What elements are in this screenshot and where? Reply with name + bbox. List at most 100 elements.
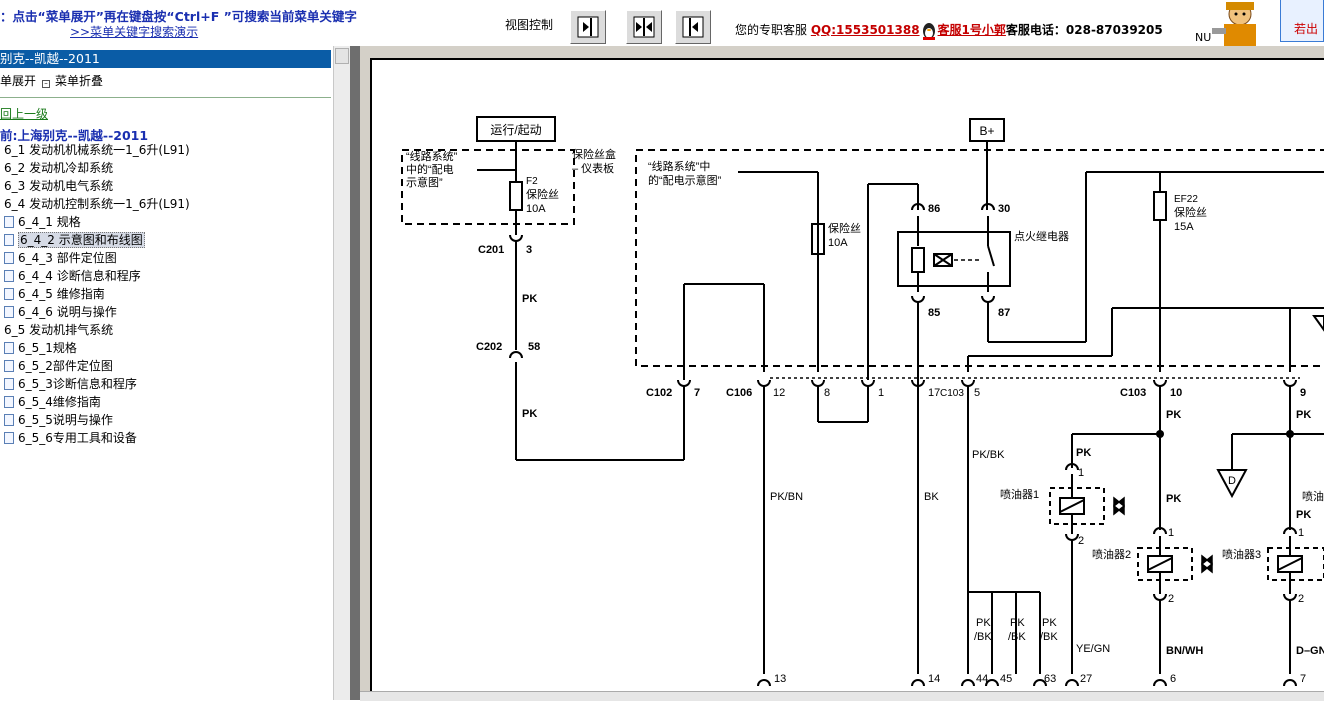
mascot-icon: [1212, 2, 1256, 46]
diagram-label: 保险丝盒: [572, 147, 616, 161]
diagram-wire: [933, 253, 953, 267]
diagram-label: 10A: [526, 203, 546, 215]
fuse-ef22: [1153, 191, 1167, 221]
diagram-label: PK: [1010, 617, 1025, 629]
qq-link[interactable]: QQ:1553501388: [810, 23, 920, 37]
diagram-wire: [1065, 463, 1079, 471]
document-icon: [4, 378, 14, 390]
diagram-label: 8: [824, 387, 830, 399]
split-icon: [633, 16, 655, 38]
diagram-label: F2: [526, 176, 538, 187]
diagram-label: 6: [1170, 673, 1176, 685]
sidebar-item[interactable]: 6_5_3诊断信息和程序: [4, 376, 137, 393]
diagram-label: PK: [1042, 617, 1057, 629]
document-icon: [4, 270, 14, 282]
document-icon: [4, 234, 14, 246]
diagram-wire: [1059, 499, 1085, 513]
diagram-wire: [1153, 527, 1167, 535]
sidebar-item[interactable]: 6_4_3 部件定位图: [4, 250, 117, 267]
diagram-wire: [1065, 679, 1079, 687]
sidebar-item[interactable]: 6_3 发动机电气系统: [4, 179, 114, 193]
sidebar-item[interactable]: 6_5_4维修指南: [4, 394, 101, 411]
search-demo-link[interactable]: >>菜单关键字搜索演示: [70, 25, 199, 39]
scroll-up-arrow[interactable]: [335, 48, 349, 64]
sidebar-item[interactable]: 6_5 发动机排气系统: [4, 323, 114, 337]
sidebar-item[interactable]: 6_4_5 维修指南: [4, 286, 105, 303]
sidebar-item-selected[interactable]: 6_4_2 示意图和布线图: [4, 232, 145, 249]
sidebar-item[interactable]: 6_5_6专用工具和设备: [4, 430, 137, 447]
diagram-wire: [1147, 557, 1173, 571]
diagram-label: “线路系统”: [406, 149, 458, 163]
diagram-label: PK: [1166, 409, 1181, 421]
sidebar-item[interactable]: 6_5_1规格: [4, 340, 77, 357]
menu-expand-button[interactable]: 单展开: [0, 74, 37, 88]
search-hint: ：点击“菜单展开”再在键盘按“Ctrl+F ”可搜索当前菜单关键字: [0, 9, 357, 24]
diagram-label: 86: [928, 203, 940, 215]
diagram-label: C102: [646, 387, 672, 399]
view-collapse-button[interactable]: [675, 10, 711, 44]
injector-3: [1267, 547, 1324, 581]
qq-penguin-icon[interactable]: [920, 22, 938, 40]
diagram-label: 2: [1298, 593, 1304, 605]
diagram-wire: [1283, 679, 1297, 687]
sidebar-scrollbar[interactable]: [333, 46, 351, 700]
diagram-label: PK: [1296, 409, 1311, 421]
back-link[interactable]: 回上一级: [0, 107, 49, 121]
view-split-button[interactable]: [626, 10, 662, 44]
diagram-label: C202: [476, 341, 502, 353]
diagram-label: 喷油器2: [1092, 547, 1131, 561]
nu-text: NU: [1195, 31, 1212, 44]
view-expand-button[interactable]: [570, 10, 606, 44]
diagram-label: 2: [1078, 535, 1084, 547]
diagram-label: C201: [478, 244, 504, 256]
sidebar-divider: [0, 97, 331, 98]
diagram-wire: [1283, 379, 1297, 387]
sidebar-item[interactable]: 6_2 发动机冷却系统: [4, 161, 114, 175]
diagram-wire: [1283, 593, 1297, 601]
diagram-label: – 仪表板: [572, 161, 614, 175]
view-control-label: 视图控制: [505, 18, 554, 32]
sidebar-title: 别克--凯越--2011: [0, 50, 331, 68]
diagram-wire: [757, 379, 771, 387]
menu-collapse-button[interactable]: –菜单折叠: [42, 72, 103, 89]
diagram-label: YE/GN: [1076, 643, 1110, 655]
diagram-wire: [985, 679, 999, 687]
diagram-label: PK: [1076, 447, 1091, 459]
sidebar-item[interactable]: 6_1 发动机机械系统一1_6升(L91): [4, 143, 190, 157]
diagram-label: PK: [976, 617, 991, 629]
diagram-label: 85: [928, 307, 940, 319]
diagram-page: 运行/起动 B+ “线路系统” 中的“配电 示意图” F2 保险丝 10A 保险…: [370, 58, 1324, 700]
collapse-left-icon: [682, 16, 704, 38]
diagram-wire: [1153, 679, 1167, 687]
diagram-wire: [1277, 557, 1303, 571]
diagram-label: 44: [976, 673, 988, 685]
document-icon: [4, 360, 14, 372]
document-icon: [4, 414, 14, 426]
diagram-wire: [911, 295, 925, 303]
sidebar-item[interactable]: 6_5_5说明与操作: [4, 412, 113, 429]
ground-d-symbol: [1216, 469, 1248, 499]
sidebar-item[interactable]: 6_4_6 说明与操作: [4, 304, 117, 321]
sidebar-item[interactable]: 6_4 发动机控制系统一1_6升(L91): [4, 197, 190, 211]
service-prefix: 您的专职客服: [735, 23, 808, 37]
diagram-wire: [861, 379, 875, 387]
diagram-label: 的“配电示意图”: [648, 173, 722, 187]
diagram-label: 87: [998, 307, 1010, 319]
sidebar-item[interactable]: 6_4_4 诊断信息和程序: [4, 268, 141, 285]
diagram-wire: [911, 679, 925, 687]
diagram-label: 15A: [1174, 221, 1194, 233]
sidebar-item[interactable]: 6_5_2部件定位图: [4, 358, 113, 375]
diagram-label: 63: [1044, 673, 1056, 685]
promo-tag[interactable]: 若出: [1280, 0, 1324, 42]
diagram-wire: [911, 379, 925, 387]
ignition-relay: [897, 231, 1011, 287]
diagram-wire: [1201, 562, 1213, 574]
wiring-diagram: 运行/起动 B+ “线路系统” 中的“配电 示意图” F2 保险丝 10A 保险…: [401, 116, 1324, 687]
sidebar-item[interactable]: 6_4_1 规格: [4, 214, 81, 231]
pane-splitter[interactable]: [350, 46, 360, 700]
diagram-label: BN/WH: [1166, 645, 1203, 657]
diagram-wire: [1201, 554, 1213, 566]
agent-link[interactable]: 客服1号小郭: [937, 23, 1006, 37]
service-phone: 客服电话：028-87039205: [1005, 23, 1163, 37]
viewer-horizontal-scrollbar[interactable]: [360, 691, 1324, 701]
